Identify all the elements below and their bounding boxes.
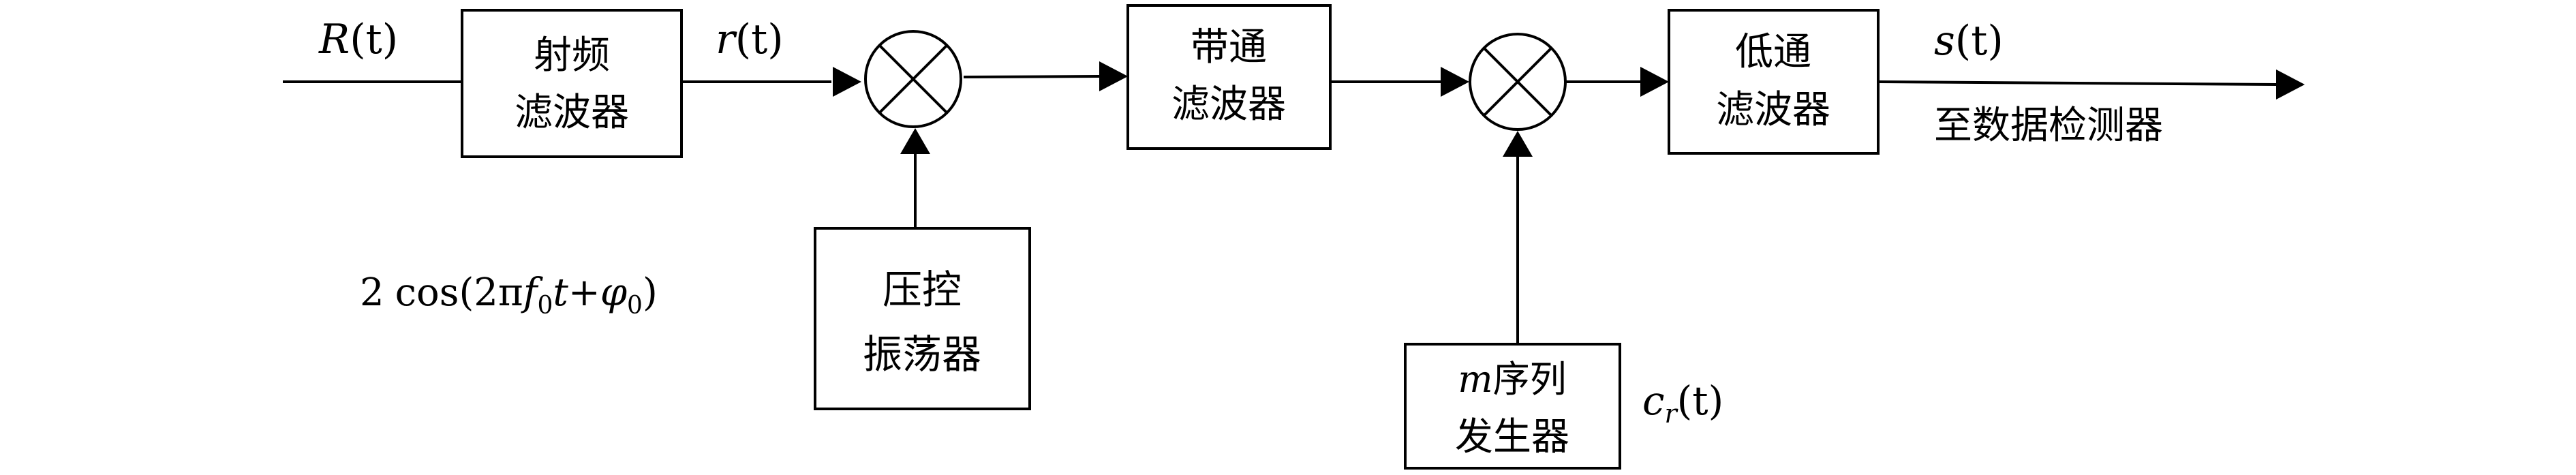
- output-signal-arg: (t): [1955, 17, 2004, 65]
- lowpass-filter-label-line1: 低通: [1735, 30, 1811, 74]
- pn-code-arg: (t): [1677, 378, 1724, 424]
- mixer1-to-bandpass-line: [963, 75, 1100, 78]
- mixer-2: [1469, 33, 1567, 131]
- output-arrowhead: [2276, 70, 2305, 99]
- bandpass-input-arrowhead: [1099, 61, 1128, 91]
- input-signal-var: R: [318, 16, 350, 63]
- output-signal-var: s: [1934, 17, 1955, 65]
- lowpass-filter-block: 低通 滤波器: [1668, 9, 1880, 155]
- mixer1-input-arrowhead: [833, 67, 861, 97]
- m-sequence-generator-box: [1404, 343, 1621, 470]
- lowpass-filter-box: [1668, 9, 1880, 155]
- lo-phase-subscript: 0: [627, 292, 643, 320]
- m-variable: m: [1458, 358, 1492, 401]
- lo-coefficient: 2: [360, 271, 384, 315]
- rf-filter-box: [461, 9, 683, 158]
- input-signal-arg: (t): [350, 16, 398, 63]
- mixer-2-cross-b: [1483, 47, 1552, 117]
- rf-filter-block: 射频 滤波器: [461, 9, 683, 158]
- lo-close-paren: ): [643, 271, 658, 315]
- rf-output-signal-var: r: [716, 16, 737, 63]
- vco-block: 压控 振荡器: [814, 227, 1031, 410]
- vco-label-line2: 振荡器: [863, 331, 981, 378]
- rf-output-signal-arg: (t): [735, 16, 784, 63]
- m-sequence-generator-label-line2: 发生器: [1455, 415, 1569, 459]
- mixer2-input-arrowhead: [1441, 67, 1469, 97]
- mixer1-lo-arrowhead: [900, 128, 930, 154]
- m-sequence-generator-block: m序列 发生器: [1404, 343, 1621, 470]
- rf-filter-label-line1: 射频: [534, 33, 610, 78]
- mixer-1-cross-b: [878, 44, 948, 114]
- mixer-1: [864, 30, 962, 128]
- m-sequence-generator-label-line1: m序列: [1458, 358, 1566, 401]
- lowpass-filter-label-line2: 滤波器: [1716, 88, 1830, 132]
- vco-label-line1: 压控: [883, 266, 962, 313]
- bandpass-filter-label-line2: 滤波器: [1171, 82, 1286, 127]
- bandpass-filter-label-line1: 带通: [1191, 25, 1267, 70]
- lo-function: cos(2π: [395, 271, 523, 315]
- lo-time-var: t: [553, 271, 568, 315]
- vco-box: [814, 227, 1031, 410]
- lo-plus: +: [568, 271, 600, 315]
- bandpass-filter-box: [1126, 4, 1332, 150]
- output-signal-label: s(t): [1934, 17, 2004, 65]
- lowpass-input-arrowhead: [1640, 67, 1669, 97]
- pn-code-label: cr(t): [1642, 378, 1723, 429]
- mixer2-code-arrowhead: [1503, 131, 1533, 157]
- input-signal-label: R(t): [318, 16, 398, 63]
- output-signal-line: [1877, 80, 2277, 86]
- m-sequence-word: 序列: [1493, 358, 1567, 401]
- rf-output-signal-label: r(t): [716, 16, 784, 63]
- pn-code-subscript: r: [1664, 399, 1678, 429]
- lo-phase-var: φ: [600, 271, 627, 315]
- pn-code-var: c: [1642, 378, 1664, 424]
- rf-filter-label-line2: 滤波器: [515, 91, 629, 135]
- bandpass-filter-block: 带通 滤波器: [1126, 4, 1332, 150]
- lo-frequency-subscript: 0: [537, 292, 553, 320]
- output-destination-label: 至数据检测器: [1934, 104, 2163, 148]
